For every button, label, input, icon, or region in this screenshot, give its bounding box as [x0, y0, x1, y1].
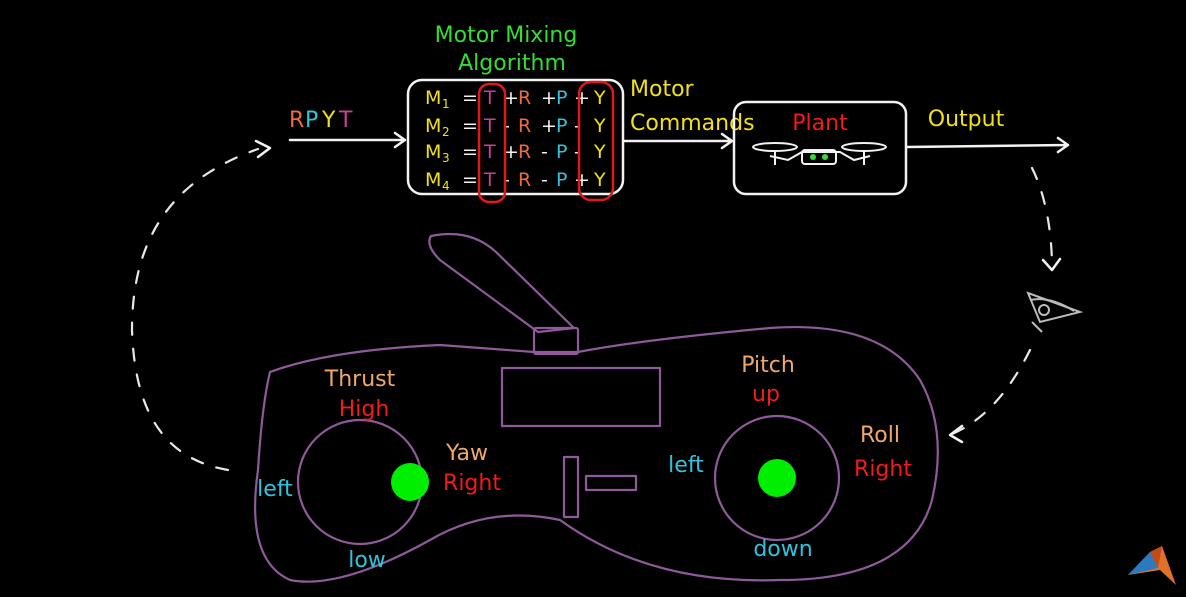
eq-sign-1: + [503, 141, 519, 163]
feedback-dash-left [130, 147, 260, 472]
motor-commands-arrow [622, 132, 734, 150]
feedback-arrowhead-left [948, 424, 964, 444]
plant-label: Plant [792, 111, 848, 136]
eq-thrust-term: T [483, 87, 496, 109]
eq-sign-3: + [574, 169, 590, 191]
eq-pitch-term: P [556, 87, 567, 109]
eq-equals: = [462, 141, 478, 163]
eq-motor-index: 1 [442, 97, 450, 111]
eq-motor: M [425, 169, 441, 191]
eq-motor: M [425, 141, 441, 163]
drone-icon [752, 142, 887, 165]
eq-thrust-term: T [483, 115, 496, 137]
eq-motor-index: 3 [442, 151, 450, 165]
controller-slider [562, 455, 580, 519]
motor-commands-line2: Commands [630, 111, 755, 136]
mixing-title-line2: Algorithm [458, 51, 566, 76]
feedback-arrowhead-down [1041, 257, 1062, 272]
right-stick-right-label: Roll [860, 423, 900, 448]
eq-equals: = [462, 115, 478, 137]
input-label-r: R [289, 108, 304, 133]
motor-commands-line1: Motor [630, 77, 695, 102]
left-stick-left-label: left [257, 477, 293, 502]
feedback-dash-top-right [1030, 166, 1054, 270]
left-stick-right-value: Right [443, 471, 501, 496]
eq-sign-2: - [541, 169, 548, 191]
eq-sign-2: - [541, 141, 548, 163]
eq-roll-term: R [518, 87, 531, 109]
controller-antenna [428, 232, 580, 356]
yaw-column-highlight [577, 80, 615, 202]
eq-equals: = [462, 169, 478, 191]
eq-sign-3: - [574, 141, 581, 163]
input-label-y: Y [321, 108, 336, 133]
right-stick-ring [713, 414, 841, 542]
eq-sign-2: + [541, 115, 557, 137]
mixing-box [406, 78, 625, 196]
eq-sign-2: + [541, 87, 557, 109]
eq-thrust-term: T [483, 141, 496, 163]
eq-sign-3: + [574, 87, 590, 109]
feedback-dash-bottom-right [950, 348, 1032, 436]
eq-roll-term: R [518, 169, 531, 191]
right-stick-knob[interactable] [758, 459, 796, 497]
matlab-logo-icon [1128, 546, 1176, 585]
feedback-arrowhead-right [254, 139, 272, 159]
eq-motor-index: 4 [442, 179, 450, 193]
output-label: Output [928, 107, 1005, 132]
right-stick-right-value: Right [854, 457, 912, 482]
eq-pitch-term: P [556, 115, 567, 137]
input-label-t: T [338, 108, 353, 133]
controller-button [584, 474, 638, 492]
input-label-p: P [305, 108, 318, 133]
eq-motor: M [425, 115, 441, 137]
controller-screen [500, 366, 662, 428]
eq-roll-term: R [518, 141, 531, 163]
left-stick-knob[interactable] [391, 463, 429, 501]
plant-box [732, 100, 908, 196]
thrust-column-highlight [477, 82, 507, 204]
eq-yaw-term: Y [593, 169, 606, 191]
right-stick-top-value: up [752, 382, 780, 407]
eq-motor: M [425, 87, 441, 109]
eq-yaw-term: Y [593, 115, 606, 137]
eq-pitch-term: P [556, 141, 567, 163]
right-stick-top-label: Pitch [741, 353, 795, 378]
output-arrow [905, 136, 1070, 154]
eq-yaw-term: Y [593, 141, 606, 163]
eq-thrust-term: T [483, 169, 496, 191]
eq-yaw-term: Y [593, 87, 606, 109]
eq-roll-term: R [518, 115, 531, 137]
left-stick-top-value: High [339, 397, 390, 422]
right-stick-left-label: left [668, 453, 704, 478]
eq-sign-3: - [574, 115, 581, 137]
right-stick-bottom-label: down [753, 537, 812, 562]
left-stick-top-label: Thrust [324, 367, 396, 392]
eq-pitch-term: P [556, 169, 567, 191]
eq-sign-1: + [503, 87, 519, 109]
input-arrow [288, 131, 407, 149]
eq-sign-1: - [503, 115, 510, 137]
controller-body [254, 326, 939, 583]
eye-icon [1026, 291, 1084, 333]
left-stick-right-label: Yaw [445, 441, 488, 466]
left-stick-bottom-label: low [348, 548, 386, 573]
eq-equals: = [462, 87, 478, 109]
eq-motor-index: 2 [442, 125, 450, 139]
mixing-title-line1: Motor Mixing [435, 23, 578, 48]
input-label: R P Y T [289, 108, 353, 133]
eq-sign-1: - [503, 169, 510, 191]
